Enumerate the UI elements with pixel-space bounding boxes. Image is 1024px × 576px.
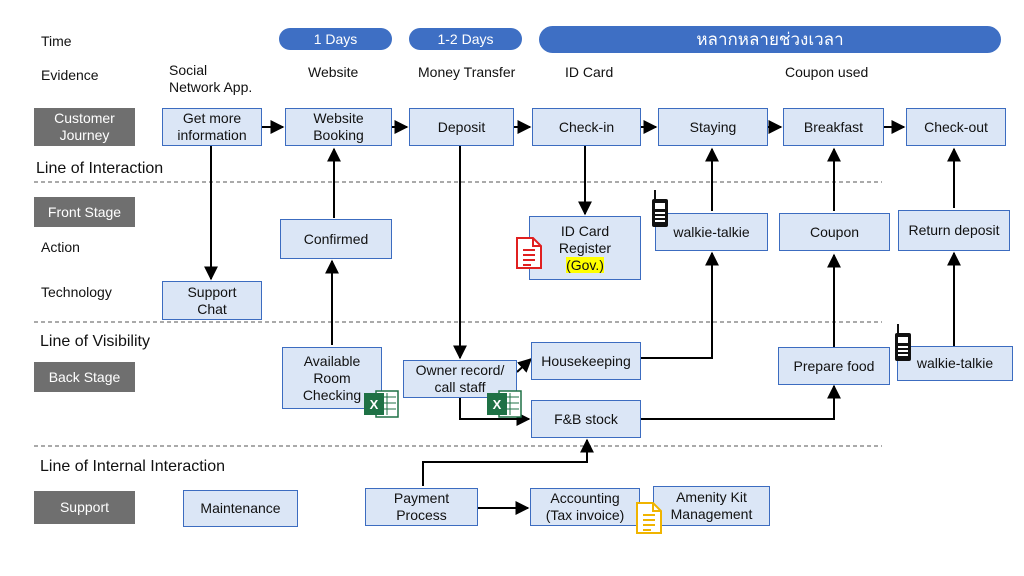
evidence-money-transfer: Money Transfer (418, 64, 516, 80)
svg-text:X: X (493, 397, 502, 412)
back-housekeeping: Housekeeping (531, 342, 641, 380)
arrow-owner-to-fnb (459, 398, 531, 426)
back-fnb-stock: F&B stock (531, 400, 641, 438)
journey-breakfast: Breakfast (783, 108, 884, 146)
journey-website-booking: Website Booking (285, 108, 392, 146)
lane-customer-journey: Customer Journey (34, 108, 135, 146)
evidence-id-card: ID Card (565, 64, 614, 80)
support-amenity-kit: Amenity Kit Management (653, 486, 770, 526)
walkie-talkie-icon (895, 324, 911, 361)
front-return-deposit: Return deposit (898, 210, 1010, 251)
support-payment-process: Payment Process (365, 488, 478, 526)
line-of-internal-interaction-label: Line of Internal Interaction (40, 458, 226, 475)
document-icon (636, 502, 662, 534)
evidence-website: Website (308, 64, 359, 80)
gov-highlight: (Gov.) (566, 256, 604, 273)
evidence-social: Social Network App. (169, 62, 253, 95)
line-of-visibility-label: Line of Visibility (40, 333, 150, 350)
arrow-fnb-to-prepare (641, 384, 841, 420)
time-pill-1-day: 1 Days (279, 28, 392, 50)
excel-icon: X (364, 390, 399, 418)
front-walkie-talkie: walkie-talkie (655, 213, 768, 251)
arrow-housekeeping-to-walkie (641, 251, 719, 359)
back-owner-record: Owner record/ call staff (403, 360, 517, 398)
journey-deposit: Deposit (409, 108, 514, 146)
svg-text:X: X (370, 397, 379, 412)
lane-front-stage: Front Stage (34, 197, 135, 227)
dashed-separators (34, 181, 882, 447)
lane-back-stage: Back Stage (34, 362, 135, 392)
time-pill-various: หลากหลายช่วงเวลา (539, 26, 1001, 53)
line-of-interaction-label: Line of Interaction (36, 160, 164, 177)
journey-staying: Staying (658, 108, 768, 146)
back-available-room-checking: Available Room Checking (282, 347, 382, 409)
journey-get-more-information: Get more information (162, 108, 262, 146)
journey-check-out: Check-out (906, 108, 1006, 146)
support-maintenance: Maintenance (183, 490, 298, 527)
support-accounting: Accounting (Tax invoice) (530, 488, 640, 526)
front-confirmed: Confirmed (280, 219, 392, 259)
time-label: Time (41, 33, 72, 49)
arrow-owner-to-housekeeping (516, 358, 533, 373)
pdf-icon (516, 237, 542, 269)
front-id-card-register: ID Card Register (Gov.) (529, 216, 641, 280)
excel-icon: X (487, 390, 522, 418)
journey-check-in: Check-in (532, 108, 641, 146)
technology-label: Technology (41, 284, 112, 300)
front-coupon: Coupon (779, 213, 890, 251)
id-card-register-text: ID Card Register (Gov.) (558, 222, 612, 273)
lane-support: Support (34, 491, 135, 524)
walkie-talkie-icon (652, 190, 668, 227)
front-support-chat: Support Chat (162, 281, 262, 320)
time-pill-1-2-days: 1-2 Days (409, 28, 522, 50)
evidence-label: Evidence (41, 67, 99, 83)
action-label: Action (41, 239, 80, 255)
back-prepare-food: Prepare food (778, 347, 890, 385)
arrow-payment-to-fnb (422, 438, 594, 486)
back-walkie-talkie: walkie-talkie (897, 346, 1013, 381)
evidence-coupon-used: Coupon used (785, 64, 869, 80)
